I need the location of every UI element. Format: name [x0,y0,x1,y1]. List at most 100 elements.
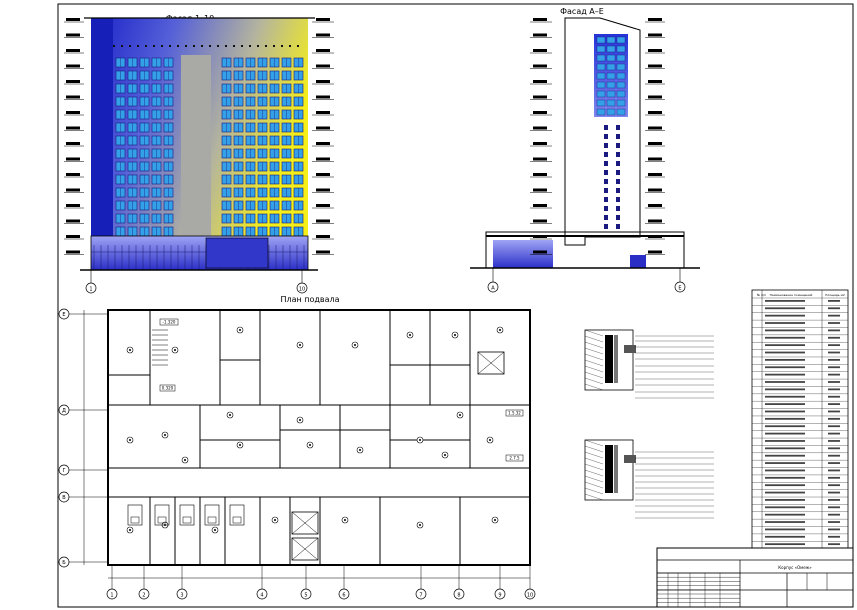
window [604,134,608,139]
window [604,197,608,202]
facade-side: Фасад А–Е А Е [470,7,700,293]
table-rows [752,290,848,555]
window [604,170,608,175]
window [596,90,606,98]
axis-marker [524,588,536,600]
wall-section-detail [584,329,714,519]
window [616,63,626,71]
plan-outer-wall [107,309,531,566]
room-tag: 0.320 [162,386,174,391]
window [616,179,620,184]
room-tag: 2.7.5 [509,456,520,461]
window [606,81,616,89]
window [604,224,608,229]
window [616,152,620,157]
axis-marker-a [487,281,499,293]
window [596,54,606,62]
axis-marker [338,588,350,600]
axis-label: 2 [142,593,145,599]
window [596,108,606,116]
window [596,72,606,80]
room-schedule-table: № п/п Наименование помещений Площадь м2 [751,289,849,556]
facade-front: Фасад 1–10 1 10 [64,14,334,294]
facade-front-windows [113,45,304,237]
axis-label: 9 [498,593,501,599]
window [596,45,606,53]
window [606,63,616,71]
axis-marker-10 [296,282,308,294]
window [616,224,620,229]
axis-marker [58,556,70,568]
axis-marker-e [674,281,686,293]
wall-section-detail-top [584,329,636,501]
axis-marker [494,588,506,600]
window [606,72,616,80]
window [604,143,608,148]
window [596,99,606,107]
axis-label-10: 10 [299,287,305,293]
axis-marker [58,491,70,503]
axis-label: 3 [180,593,183,599]
window [596,63,606,71]
window [604,206,608,211]
window [606,108,616,116]
axis-marker [176,588,188,600]
window [606,54,616,62]
facade-front-recess [181,55,211,240]
window [616,72,626,80]
window [616,215,620,220]
axis-marker [256,588,268,600]
window [606,45,616,53]
axis-marker [300,588,312,600]
window [606,99,616,107]
axis-label: 5 [304,593,307,599]
window [604,152,608,157]
axis-marker [453,588,465,600]
facade-front-level-marks [64,18,334,255]
axis-label: Б [62,560,66,566]
axis-label: 8 [457,593,460,599]
axis-marker [106,588,118,600]
facade-front-entrance [205,237,269,269]
window [596,81,606,89]
window [604,215,608,220]
window [616,90,626,98]
window [616,170,620,175]
axis-label: Е [62,312,65,318]
window [604,161,608,166]
window [596,36,606,44]
plan-title: План подвала [280,295,339,304]
facade-side-tower-windows [604,125,620,229]
facade-front-left-column [91,18,113,240]
facade-side-podium-glazing [493,240,553,268]
sheet-frame [57,3,854,608]
title-block: Корпус «Омеж» [656,547,854,608]
window [616,36,626,44]
axis-marker-1 [85,282,97,294]
axis-label: Г [62,468,65,474]
axis-label: Д [62,408,66,414]
plan-room-tags: 0.320 1.5.32 2.7.5 -1.320 [159,318,524,462]
room-tag: -1.320 [163,320,176,325]
plan-stairs [127,329,505,561]
axis-marker [415,588,427,600]
window [616,125,620,130]
window [616,161,620,166]
window [604,188,608,193]
axis-label: 1 [110,593,113,599]
window [616,206,620,211]
axis-marker [58,308,70,320]
axis-label: 10 [527,593,533,599]
table-header-name: Наименование помещений [770,293,813,297]
window [616,45,626,53]
window [616,188,620,193]
facade-side-title: Фасад А–Е [560,7,604,16]
wall-section-layer-leaders [635,335,714,519]
window [604,179,608,184]
window [604,125,608,130]
window [616,197,620,202]
